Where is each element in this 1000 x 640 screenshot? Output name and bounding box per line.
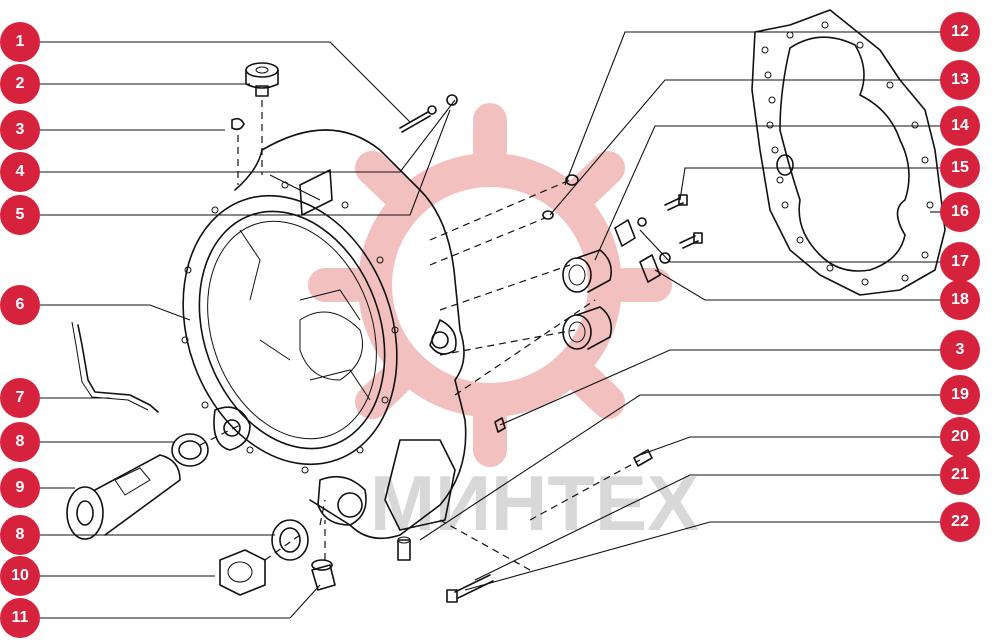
housing-front-flange-inner: [198, 210, 386, 450]
callout-16: 16: [940, 192, 980, 232]
leader-19: [419, 394, 940, 541]
callout-18: 18: [940, 280, 980, 320]
callout-3: 3: [0, 110, 40, 150]
leader-lines: [40, 31, 940, 619]
assembly-axes-lower: [439, 459, 641, 571]
housing-front-flange-outer: [182, 194, 398, 466]
housing-top-edge: [234, 149, 263, 191]
leader-11: [40, 584, 321, 619]
leader-15: [679, 167, 940, 201]
part-14-bushing-lower: [562, 306, 613, 350]
watermark-gear: [308, 103, 672, 467]
leader-14: [594, 125, 940, 261]
part-18-plate-lower: [639, 254, 661, 283]
part-17-washer-upper: [637, 217, 647, 227]
callout-8-upper: 8: [0, 422, 40, 462]
callout-9: 9: [0, 468, 40, 508]
part-7-tube-edge: [71, 321, 149, 411]
leader-13: [549, 79, 940, 216]
leader-21: [474, 474, 940, 581]
housing-front-flange-seat: [207, 220, 377, 440]
leader-3b: [499, 349, 940, 426]
callout-13: 13: [940, 60, 980, 100]
part-13-pin: [542, 210, 554, 220]
part-18-plate-upper: [614, 219, 636, 247]
callout-21: 21: [940, 455, 980, 495]
callout-7: 7: [0, 378, 40, 418]
part-1-stud: [399, 94, 458, 133]
part-19-sleeve: [397, 536, 411, 561]
callout-11: 11: [0, 598, 40, 638]
housing-left-boss: [213, 406, 251, 451]
part-7-tube: [77, 324, 159, 413]
part-11-fitting: [311, 559, 336, 591]
housing-side-boss: [429, 319, 457, 355]
housing-lower-port: [317, 475, 367, 526]
callout-4: 4: [0, 152, 40, 192]
callout-5: 5: [0, 195, 40, 235]
housing-outline: [261, 129, 467, 540]
part-3-plug: [231, 117, 245, 131]
part-15-bolts: [664, 194, 703, 249]
callout-12: 12: [940, 12, 980, 52]
callout-2: 2: [0, 64, 40, 104]
callout-10: 10: [0, 556, 40, 596]
leader-4: [40, 99, 456, 173]
part-3b-plug: [494, 417, 506, 433]
callout-15: 15: [940, 148, 980, 188]
housing-boss-hole: [431, 331, 449, 349]
callout-14: 14: [940, 106, 980, 146]
leader-18: [654, 269, 940, 301]
watermark-gear-teeth: [308, 103, 672, 467]
callout-1: 1: [0, 22, 40, 62]
part-8-seal-lower: [271, 519, 309, 561]
leader-12: [564, 31, 940, 186]
part-20-dowel: [633, 449, 653, 467]
housing-left-boss-hole: [223, 419, 241, 437]
part-22-bolt: [446, 574, 494, 603]
housing-lower-port-bore: [337, 492, 363, 518]
leader-5: [40, 109, 451, 216]
part-8-seal-upper: [171, 433, 209, 467]
leader-1: [40, 41, 411, 123]
leader-17: [639, 229, 940, 263]
housing-internal-bore: [299, 311, 363, 381]
callout-22: 22: [940, 502, 980, 542]
watermark-gear-ring: [358, 153, 622, 417]
part-9-filter: [66, 454, 181, 540]
flange-bolt-holes: [181, 181, 399, 474]
part-2-plug: [245, 62, 279, 97]
leader-22: [464, 521, 940, 591]
part-8-axis: [199, 424, 241, 446]
callout-19: 19: [940, 375, 980, 415]
part-17-washer-lower: [659, 252, 671, 264]
part-10-cap: [219, 549, 266, 596]
callout-6: 6: [0, 285, 40, 325]
callout-17: 17: [940, 242, 980, 282]
part-10-axis: [264, 499, 326, 561]
callout-3-right: 3: [940, 330, 980, 370]
housing-top-tab: [299, 169, 333, 216]
part-12-pin: [565, 174, 579, 186]
callout-20: 20: [940, 417, 980, 457]
part-16-gasket: [751, 9, 946, 296]
callout-8-lower: 8: [0, 515, 40, 555]
housing-rear-pad: [384, 439, 456, 531]
leader-6: [40, 304, 191, 321]
watermark-text: МИНТЕХ: [370, 459, 699, 547]
assembly-axes-right: [429, 179, 596, 396]
part-14-bushing-upper: [562, 249, 613, 293]
leader-20: [639, 436, 940, 456]
